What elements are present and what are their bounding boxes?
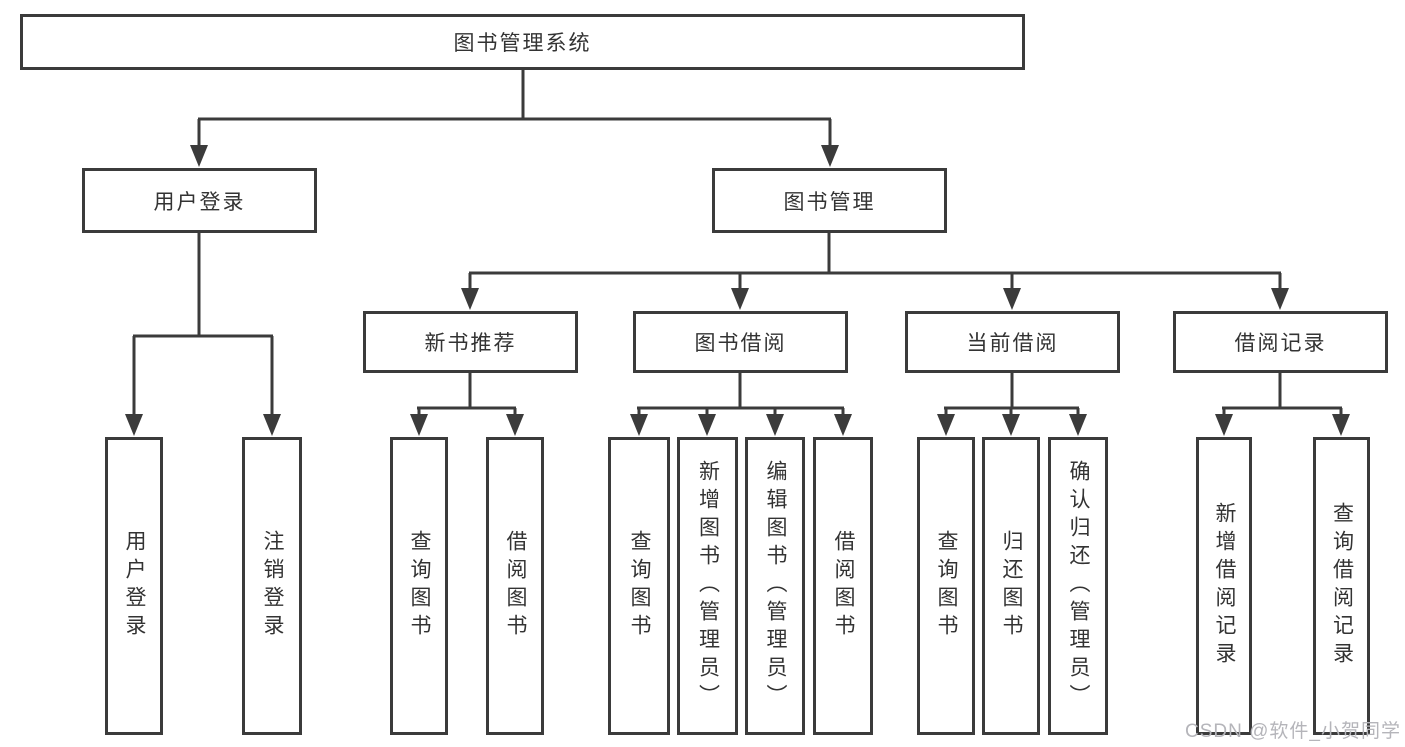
leaf-label: 查询图书 — [408, 530, 431, 642]
arrowheads — [125, 145, 1350, 436]
node-label: 图书管理 — [783, 190, 876, 214]
leaf-label: 查询图书 — [628, 530, 651, 642]
leaf-label: 查询借阅记录 — [1330, 502, 1354, 670]
leaf-query-borrow-record: 查询借阅记录 — [1313, 437, 1370, 735]
leaf-borrow-books-recommend: 借阅图书 — [486, 437, 544, 735]
leaf-edit-book-admin: 编辑图书（管理员） — [745, 437, 805, 735]
leaf-label: 查询图书 — [935, 530, 958, 642]
node-label: 借阅记录 — [1234, 332, 1327, 355]
node-label: 图书管理系统 — [453, 32, 592, 55]
leaf-label: 归还图书 — [1000, 530, 1023, 642]
node-label: 用户登录 — [153, 190, 246, 214]
leaf-label: 借阅图书 — [504, 530, 527, 642]
node-label: 新书推荐 — [424, 332, 517, 355]
csdn-watermark: CSDN @软件_小贺同学 — [1185, 721, 1401, 742]
leaf-query-books-recommend: 查询图书 — [390, 437, 448, 735]
leaf-add-borrow-record: 新增借阅记录 — [1196, 437, 1252, 735]
leaf-label: 新增借阅记录 — [1213, 502, 1236, 670]
leaf-user-login: 用户登录 — [105, 437, 163, 735]
leaf-query-books-borrowing: 查询图书 — [608, 437, 670, 735]
leaf-borrow-books: 借阅图书 — [813, 437, 873, 735]
node-label: 当前借阅 — [966, 332, 1059, 355]
node-borrow-records: 借阅记录 — [1173, 311, 1388, 373]
leaf-add-book-admin: 新增图书（管理员） — [677, 437, 738, 735]
leaf-return-book: 归还图书 — [982, 437, 1040, 735]
node-label: 图书借阅 — [694, 332, 787, 355]
leaf-label: 借阅图书 — [832, 530, 855, 642]
node-new-book-recommend: 新书推荐 — [363, 311, 578, 373]
leaf-label: 新增图书（管理员） — [696, 460, 720, 712]
node-library-system: 图书管理系统 — [20, 14, 1025, 70]
leaf-label: 确认归还（管理员） — [1067, 460, 1090, 712]
leaf-label: 编辑图书（管理员） — [764, 460, 787, 712]
node-book-borrowing: 图书借阅 — [633, 311, 848, 373]
leaf-logout: 注销登录 — [242, 437, 302, 735]
leaf-label: 用户登录 — [123, 530, 146, 642]
leaf-confirm-return-admin: 确认归还（管理员） — [1048, 437, 1108, 735]
node-user-login: 用户登录 — [82, 168, 317, 233]
leaf-label: 注销登录 — [261, 530, 284, 642]
node-current-borrowing: 当前借阅 — [905, 311, 1120, 373]
leaf-query-books-current: 查询图书 — [917, 437, 975, 735]
node-book-management: 图书管理 — [712, 168, 947, 233]
